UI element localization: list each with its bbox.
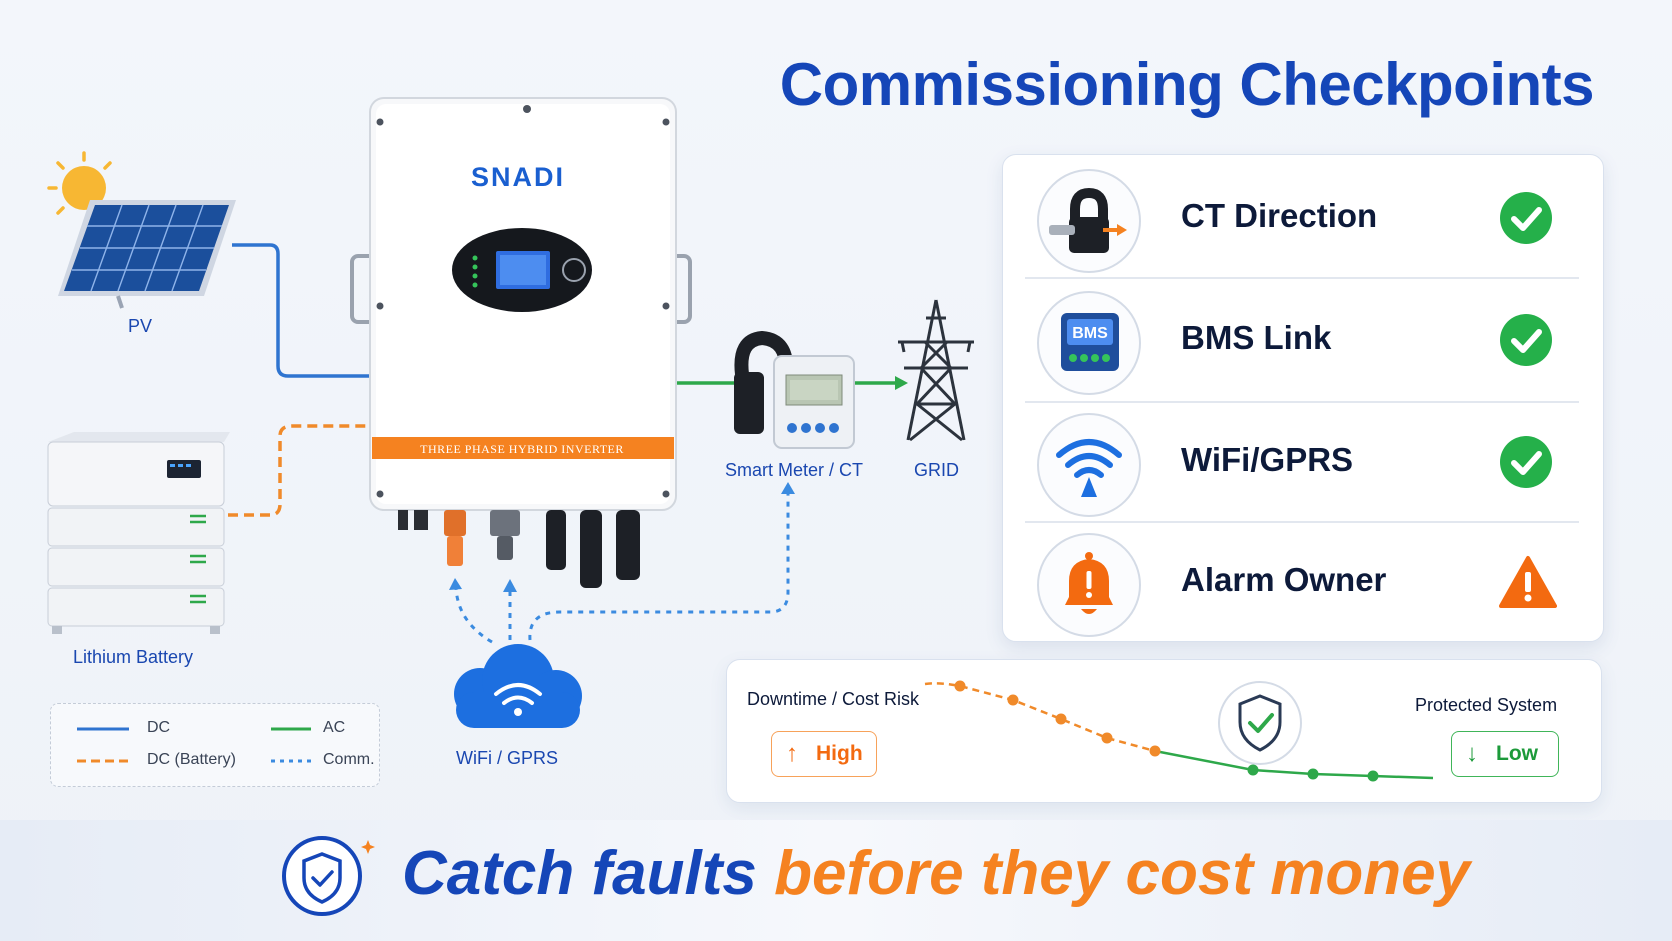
smart-meter-icon (734, 330, 855, 449)
arrow-up-icon: ↑ (786, 740, 798, 767)
comm-meter-wire (528, 492, 790, 641)
cloud-icon (454, 644, 582, 728)
checkpoints-panel: CT Direction BMS BMS Link (1002, 154, 1604, 642)
check-ok-icon (1500, 314, 1552, 366)
system-diagram: SNADI THREE PHASE HYBRID INVERTER (47, 97, 974, 728)
solar-panel-icon (58, 200, 236, 309)
legend-item-dc: DC (147, 719, 171, 736)
protection-shield-icon (1218, 681, 1302, 765)
legend-swatches (77, 727, 313, 763)
tagline: Catch faults before they cost money (402, 838, 1470, 909)
arrow-down-icon: ↓ (1466, 740, 1478, 767)
legend-item-ac: AC (323, 719, 346, 736)
pv-label: PV (128, 316, 153, 336)
checkpoint-label-ct-direction: CT Direction (1181, 197, 1378, 234)
row-divider (1025, 277, 1579, 279)
checkpoint-label-wifi-gprs: WiFi/GPRS (1181, 441, 1354, 478)
high-risk-badge: ↑ High (771, 731, 877, 777)
comm-arrowhead-b (503, 579, 517, 592)
battery-stack-icon (47, 432, 230, 634)
risk-trend-low-points (1247, 764, 1379, 782)
tagline-band (0, 820, 1672, 941)
bms-module-icon: BMS (1037, 291, 1141, 395)
shield-check-icon (282, 836, 375, 916)
low-label: Low (1496, 742, 1538, 765)
meter-label: Smart Meter / CT (725, 460, 864, 480)
alarm-bell-icon (1037, 533, 1141, 637)
legend-item-dc-battery: DC (Battery) (147, 751, 236, 768)
cloud-label: WiFi / GPRS (456, 748, 558, 768)
check-ok-icon (1500, 192, 1552, 244)
legend-item-comm: Comm. (323, 751, 375, 768)
checkpoint-row-alarm-owner: Alarm Owner (1003, 521, 1603, 641)
risk-trend-low-segment (1154, 749, 1434, 780)
protected-system-label: Protected System (1415, 695, 1558, 715)
risk-trend-curve (924, 680, 1434, 782)
checkpoint-row-bms-link: BMS BMS Link (1003, 279, 1603, 399)
svg-text:BMS: BMS (1072, 325, 1108, 342)
page-title: Commissioning Checkpoints (779, 51, 1595, 118)
row-divider (1025, 401, 1579, 403)
grid-label: GRID (914, 460, 959, 480)
hybrid-inverter: SNADI THREE PHASE HYBRID INVERTER (350, 97, 692, 588)
grid-tower-icon (898, 299, 974, 442)
sun-icon (47, 151, 112, 215)
comm-wire-a (454, 587, 493, 644)
comm-arrowhead-a (449, 578, 462, 590)
ct-clamp-icon (1037, 169, 1141, 273)
risk-panel: Downtime / Cost Risk ↑ High Protected Sy… (726, 659, 1602, 803)
checkpoint-row-wifi-gprs: WiFi/GPRS (1003, 401, 1603, 521)
low-risk-badge: ↓ Low (1451, 731, 1559, 777)
wifi-signal-icon (1037, 413, 1141, 517)
checkpoint-row-ct-direction: CT Direction (1003, 157, 1603, 277)
tagline-part-2: before they cost money (774, 839, 1471, 908)
checkpoint-label-alarm-owner: Alarm Owner (1181, 561, 1387, 598)
comm-arrowhead-meter (781, 482, 795, 494)
risk-trend-high-segment (924, 682, 1156, 753)
check-ok-icon (1500, 436, 1552, 488)
dc-battery-wire (228, 424, 366, 517)
high-label: High (816, 742, 863, 765)
line-legend: DC AC DC (Battery) Comm. (50, 703, 380, 787)
tagline-part-1: Catch faults (402, 839, 757, 908)
inverter-stripe-label: THREE PHASE HYBRID INVERTER (420, 442, 624, 456)
dc-pv-wire (232, 243, 372, 378)
row-divider (1025, 521, 1579, 523)
battery-label: Lithium Battery (73, 647, 194, 667)
risk-label: Downtime / Cost Risk (747, 689, 920, 709)
warning-icon (1499, 556, 1557, 608)
inverter-stripe (372, 437, 674, 459)
risk-trend-high-points (954, 680, 1161, 757)
ac-arrowhead (895, 376, 908, 390)
checkpoint-label-bms-link: BMS Link (1181, 319, 1332, 356)
inverter-brand: SNADI (471, 162, 565, 192)
